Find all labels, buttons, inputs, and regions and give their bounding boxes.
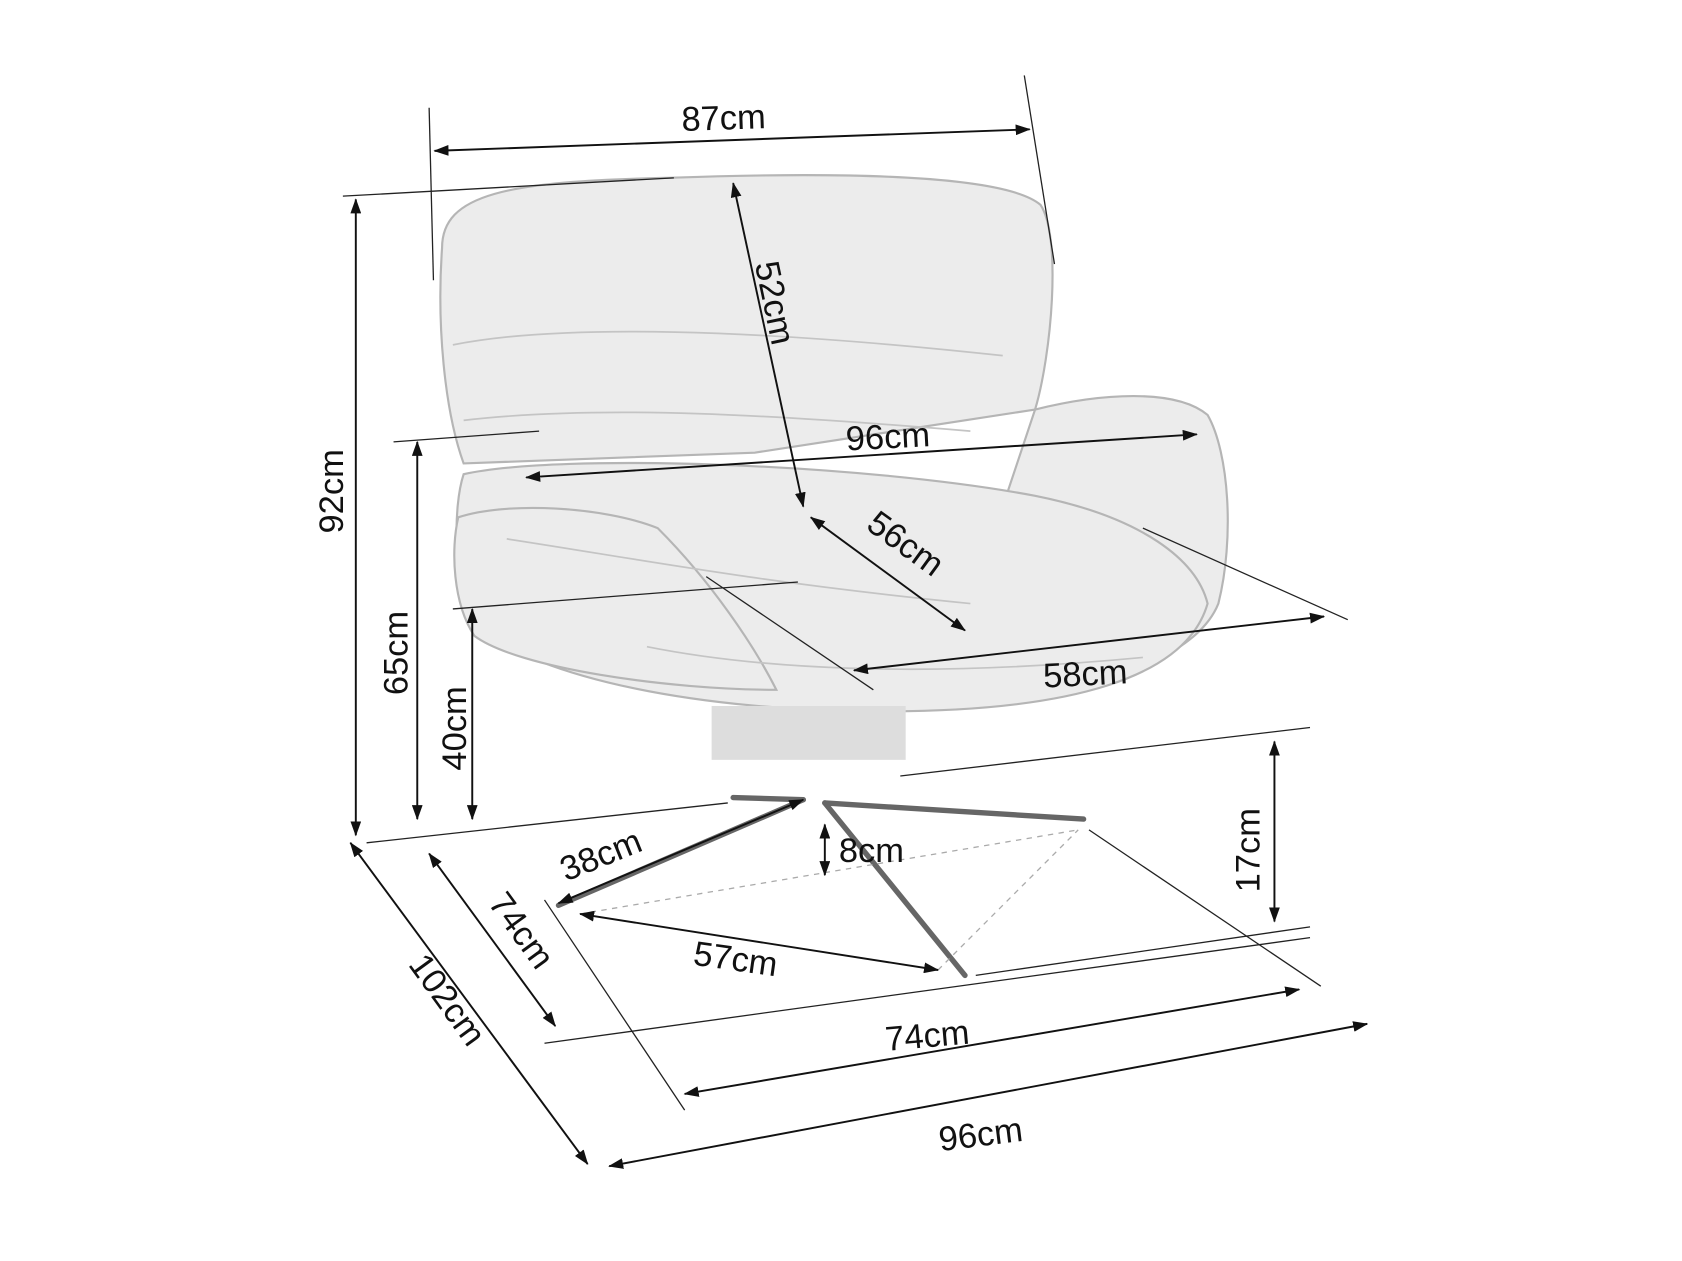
label-seat-width: 96cm — [845, 416, 931, 458]
label-armrest-height: 65cm — [378, 611, 416, 695]
label-seat-height: 40cm — [436, 686, 474, 770]
label-armrest-depth: 58cm — [1042, 653, 1128, 695]
label-base-height: 17cm — [1229, 808, 1267, 892]
label-leg-length: 38cm — [555, 822, 647, 889]
label-overall-width-top: 87cm — [681, 98, 767, 139]
chair-left-armrest — [453, 506, 779, 691]
swivel-column — [711, 705, 906, 760]
label-total-height: 92cm — [313, 449, 351, 533]
label-side-depth-inner: 74cm — [481, 886, 561, 977]
label-overall-depth: 102cm — [401, 947, 493, 1053]
dimension-lines — [349, 124, 1369, 1169]
label-front-width-inner: 74cm — [884, 1014, 971, 1059]
label-overall-width: 96cm — [937, 1111, 1025, 1159]
chair-base — [555, 794, 1087, 979]
label-leg-rise: 8cm — [839, 832, 904, 870]
chair-backrest — [439, 174, 1054, 465]
